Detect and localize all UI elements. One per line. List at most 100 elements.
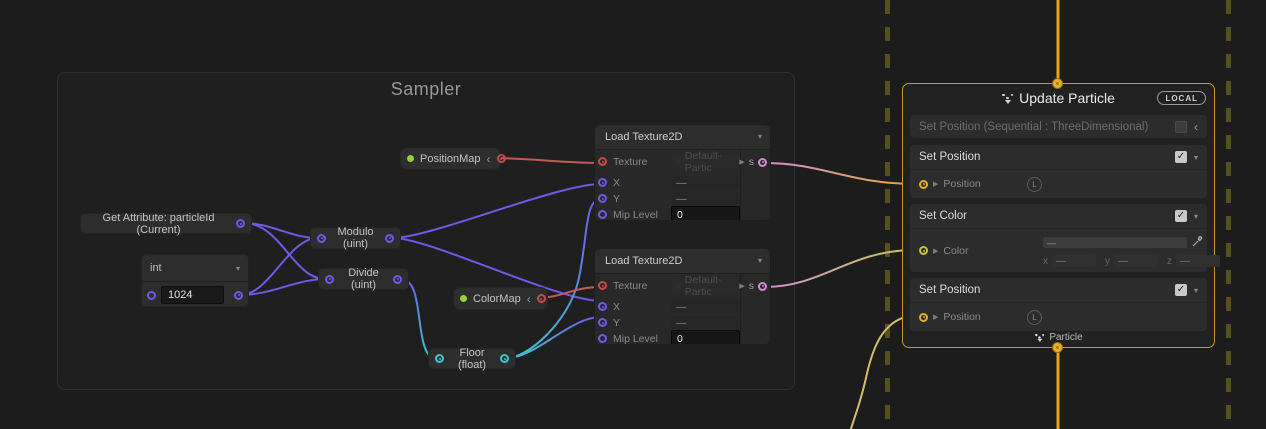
input-port[interactable] [317,233,326,243]
foldout-icon[interactable]: ▶ [739,283,745,290]
edge-int-divide[interactable] [239,278,327,296]
block-set-position-1[interactable]: Set Position ✓ ▾ ▶ Position L [910,145,1207,198]
input-port[interactable] [147,290,156,300]
s-output-port[interactable] [758,281,767,291]
axis-label: x [1043,255,1048,267]
edge-offscreen-position[interactable] [850,314,916,429]
x-input-port[interactable] [598,302,607,311]
edge-sample1-position[interactable] [764,162,916,185]
position-input-port[interactable] [919,179,928,189]
axis-z-field[interactable]: — [1176,255,1220,267]
y-field[interactable]: — [671,316,740,329]
row-label: Y [613,316,621,329]
chevron-down-icon[interactable]: ▾ [235,263,240,273]
edge-sample2-color[interactable] [764,249,916,288]
port-label: Color [943,244,969,257]
node-load-texture2d-1[interactable]: Load Texture2D ▾ Texture ◌Default-Partic… [594,124,771,221]
output-port[interactable] [393,274,402,284]
axis-x-field[interactable]: — [1052,255,1096,267]
x-field[interactable]: — [671,300,740,313]
miplevel-field[interactable]: 0 [671,330,740,344]
sampler-group[interactable]: Sampler [57,72,795,390]
collapse-icon[interactable]: ‹ [526,291,531,306]
output-port[interactable] [385,233,394,243]
x-input-port[interactable] [598,178,607,187]
foldout-icon[interactable]: ▶ [739,159,745,166]
node-divide[interactable]: Divide (uint) [318,267,409,291]
int-value-field[interactable]: 1024 [161,286,224,304]
collapse-icon[interactable]: ‹ [1194,119,1198,134]
axis-label: z [1167,255,1172,267]
enabled-checkbox[interactable] [1175,120,1187,133]
miplevel-field[interactable]: 0 [671,206,740,220]
enabled-checkbox[interactable]: ✓ [1174,210,1187,222]
node-title: Load Texture2D [595,249,770,274]
texture-input-port[interactable] [598,281,607,290]
input-port[interactable] [435,354,444,363]
edge-getattr-divide[interactable] [242,222,327,280]
chevron-down-icon[interactable]: ▾ [1193,285,1198,295]
chevron-down-icon[interactable]: ▾ [1193,152,1198,162]
chevron-down-icon[interactable]: ▾ [757,256,762,265]
input-port[interactable] [325,274,334,284]
system-boundary-left [885,0,890,429]
block-set-position-2[interactable]: Set Position ✓ ▾ ▶ Position L [910,278,1207,331]
eyedropper-icon[interactable] [1191,235,1203,253]
collapse-icon[interactable]: ‹ [486,151,491,166]
edge-modulo-x2[interactable] [392,237,602,302]
node-get-attribute[interactable]: Get Attribute: particleId (Current) [80,212,252,236]
space-indicator[interactable]: L [1027,176,1042,192]
chevron-down-icon[interactable]: ▾ [1193,211,1198,221]
y-input-port[interactable] [598,194,607,203]
edge-floor-y1[interactable] [506,198,602,359]
context-update-particle[interactable]: Update Particle LOCAL Set Position (Sequ… [902,83,1220,348]
position-input-port[interactable] [919,312,928,322]
foldout-icon[interactable]: ▶ [933,181,939,188]
output-port[interactable] [496,154,506,163]
output-port[interactable] [236,219,245,228]
enabled-checkbox[interactable]: ✓ [1174,284,1187,296]
color-swatch-field[interactable]: — [1043,237,1187,248]
block-set-color[interactable]: Set Color ✓ ▾ ▶ Color — x— y— z— [910,204,1220,272]
axis-y-field[interactable]: — [1114,255,1158,267]
flow-input-anchor[interactable] [1052,78,1063,89]
output-port[interactable] [536,294,546,303]
node-int-constant[interactable]: int ▾ 1024 [141,254,249,307]
output-port[interactable] [500,354,509,363]
node-label: Floor (float) [457,346,487,371]
node-parameter-positionmap[interactable]: PositionMap ‹ [400,147,506,170]
x-field[interactable]: — [671,176,740,189]
edge-positionmap-texture[interactable] [490,157,602,164]
block-label: Set Position [919,151,981,163]
edge-int-modulo[interactable] [239,237,319,296]
y-input-port[interactable] [598,318,607,327]
chevron-down-icon[interactable]: ▾ [757,132,762,141]
foldout-icon[interactable]: ▶ [933,314,939,321]
node-modulo[interactable]: Modulo (uint) [310,226,401,250]
texture-object-field[interactable]: ◌Default-Partic [671,150,740,174]
edge-modulo-x1[interactable] [392,183,602,239]
node-parameter-colormap[interactable]: ColorMap ‹ [453,287,548,310]
node-load-texture2d-2[interactable]: Load Texture2D ▾ Texture ◌Default-Partic… [594,248,771,345]
s-output-port[interactable] [758,157,767,167]
y-field[interactable]: — [671,192,740,205]
texture-object-field[interactable]: ◌Default-Partic [671,274,740,298]
block-label: Set Color [919,210,967,222]
edge-floor-y2[interactable] [506,316,602,359]
type-label: int [150,262,162,274]
node-floor[interactable]: Floor (float) [428,346,516,371]
foldout-icon[interactable]: ▶ [933,247,939,255]
space-indicator[interactable]: L [1027,309,1042,325]
output-port[interactable] [234,290,243,300]
color-input-port[interactable] [919,246,928,255]
space-badge-local[interactable]: LOCAL [1157,91,1206,105]
enabled-checkbox[interactable]: ✓ [1174,151,1187,163]
miplevel-input-port[interactable] [598,210,607,219]
edge-divide-floor[interactable] [400,278,438,360]
block-set-position-disabled[interactable]: Set Position (Sequential : ThreeDimensio… [910,115,1207,138]
row-label: Texture [613,155,648,168]
miplevel-input-port[interactable] [598,334,607,343]
flow-output-anchor[interactable] [1052,342,1063,353]
texture-input-port[interactable] [598,157,607,166]
